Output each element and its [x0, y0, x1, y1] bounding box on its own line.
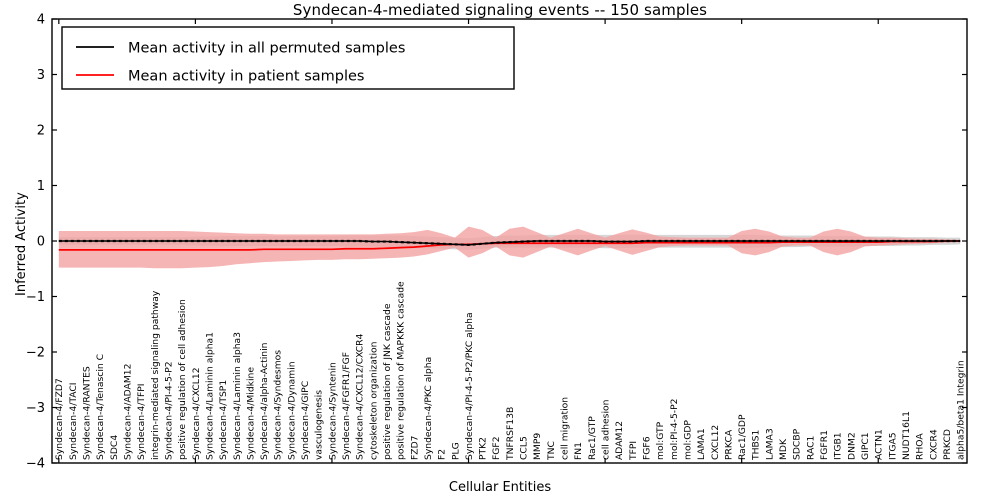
x-category-label: Rac1/GTP — [587, 416, 598, 460]
x-category-label: Syndecan-4/Syntenin — [327, 362, 338, 460]
x-category-label: vasculogenesis — [314, 390, 325, 460]
x-category-label: Syndecan-4/Tenascin C — [95, 354, 106, 460]
x-category-label: ACTN1 — [874, 429, 885, 460]
y-tick-label: 1 — [37, 179, 45, 194]
x-category-label: ITGB1 — [833, 432, 844, 460]
x-category-label: CXCR4 — [928, 429, 939, 460]
patient-confidence-band — [58, 226, 961, 269]
x-category-label: Syndecan-4/PKC alpha — [423, 357, 434, 460]
x-category-label: FGF6 — [641, 436, 652, 460]
x-category-label: Syndecan-4/Laminin alpha1 — [204, 332, 215, 460]
x-category-label: DNM2 — [846, 432, 857, 460]
x-category-label: Rac1/GDP — [737, 414, 748, 460]
x-category-label: positive regulation of MAPKKK cascade — [396, 281, 407, 460]
x-category-label: cell migration — [560, 397, 571, 460]
x-category-label: ADAM12 — [614, 421, 625, 460]
x-category-label: NUDT16L1 — [901, 411, 912, 460]
y-tick-label: 4 — [37, 13, 45, 28]
x-category-label: positive regulation of JNK cascade — [382, 303, 393, 460]
x-category-label: cell adhesion — [601, 399, 612, 460]
x-category-label: GIPC1 — [860, 432, 871, 460]
x-category-label: MMP9 — [532, 433, 543, 460]
y-tick-label: −4 — [26, 457, 45, 472]
x-category-label: FN1 — [573, 442, 584, 460]
x-category-label: LAMA1 — [696, 428, 707, 460]
x-category-label: RHOA — [915, 433, 926, 460]
x-category-label: mol:GDP — [682, 420, 693, 460]
x-category-label: SDC4 — [109, 435, 120, 460]
x-category-label: LAMA3 — [764, 428, 775, 460]
y-tick-label: 2 — [37, 124, 45, 139]
x-category-label: Syndecan-4/alpha-Actinin — [259, 342, 270, 460]
x-category-label: Syndecan-4/GIPC — [300, 381, 311, 460]
x-category-label: F2 — [437, 449, 448, 460]
x-category-label: Syndecan-4/CXCL12/CXCR4 — [355, 333, 366, 460]
x-category-label: FGFR1 — [819, 430, 830, 460]
x-category-label: FZD7 — [409, 435, 420, 460]
x-category-label: MDK — [778, 438, 789, 460]
x-category-label: THBS1 — [751, 430, 762, 461]
x-category-label: Syndecan-4/TACI — [68, 383, 79, 460]
x-category-label: Syndecan-4/PI-4-5-P2 — [163, 361, 174, 460]
x-category-label: Syndecan-4/Syndesmos — [273, 350, 284, 460]
x-category-label: Syndecan-4/TFPI — [136, 384, 147, 460]
patient-mean-line — [58, 240, 961, 251]
x-category-label: Syndecan-4/Dynamin — [286, 361, 297, 460]
x-category-label: integrin-mediated signaling pathway — [150, 290, 161, 460]
x-category-label: Syndecan-4/FGFR1/FGF — [341, 352, 352, 460]
x-category-label: PLG — [450, 442, 461, 460]
x-category-label: SDCBP — [792, 428, 803, 460]
x-category-label: positive regulation of cell adhesion — [177, 299, 188, 460]
x-category-label: Syndecan-4/FZD7 — [54, 378, 65, 460]
x-category-label: CXCL12 — [710, 425, 721, 460]
x-category-label: Syndecan-4/Midkine — [245, 367, 256, 460]
legend-box — [61, 26, 515, 90]
x-category-label: Syndecan-4/Laminin alpha3 — [232, 332, 243, 460]
x-category-label: Syndecan-4/TSP1 — [218, 380, 229, 460]
x-category-label: cytoskeleton organization — [368, 341, 379, 460]
x-category-label: PRKCA — [723, 429, 734, 460]
x-category-label: Syndecan-4/RANTES — [82, 366, 93, 460]
x-category-label: mol:GTP — [655, 421, 666, 460]
x-category-label: ITGA5 — [887, 432, 898, 460]
y-tick-label: 0 — [37, 235, 45, 250]
chart-title: Syndecan-4-mediated signaling events -- … — [292, 1, 708, 19]
y-tick-label: −1 — [26, 290, 45, 305]
x-category-label: FGF2 — [491, 436, 502, 460]
x-category-label: alpha5/beta1 Integrin — [956, 360, 967, 460]
x-category-label: TFPI — [628, 441, 639, 461]
x-category-label: mol:PI-4-5-P2 — [669, 399, 680, 461]
x-category-label: TNC — [546, 441, 557, 461]
x-category-label: PTK2 — [478, 437, 489, 460]
permuted-mean-dotted-overlay — [58, 239, 961, 246]
legend-label-2: Mean activity in patient samples — [128, 69, 364, 85]
x-category-label: CCL5 — [519, 436, 530, 460]
x-category-label: PRKCD — [942, 429, 953, 460]
x-category-label: TNFRSF13B — [505, 407, 516, 461]
y-tick-label: −2 — [26, 346, 45, 361]
x-category-label: Syndecan-4/ADAM12 — [123, 364, 134, 460]
y-tick-label: 3 — [37, 68, 45, 83]
x-category-label: RAC1 — [805, 436, 816, 460]
y-tick-label: −3 — [26, 401, 45, 416]
legend-label-1: Mean activity in all permuted samples — [128, 41, 405, 57]
x-category-label: Syndecan-4/PI-4-5-P2/PKC alpha — [464, 312, 475, 460]
x-category-label: Syndecan-4/CXCL12 — [191, 367, 202, 460]
x-axis-label: Cellular Entities — [448, 480, 552, 495]
